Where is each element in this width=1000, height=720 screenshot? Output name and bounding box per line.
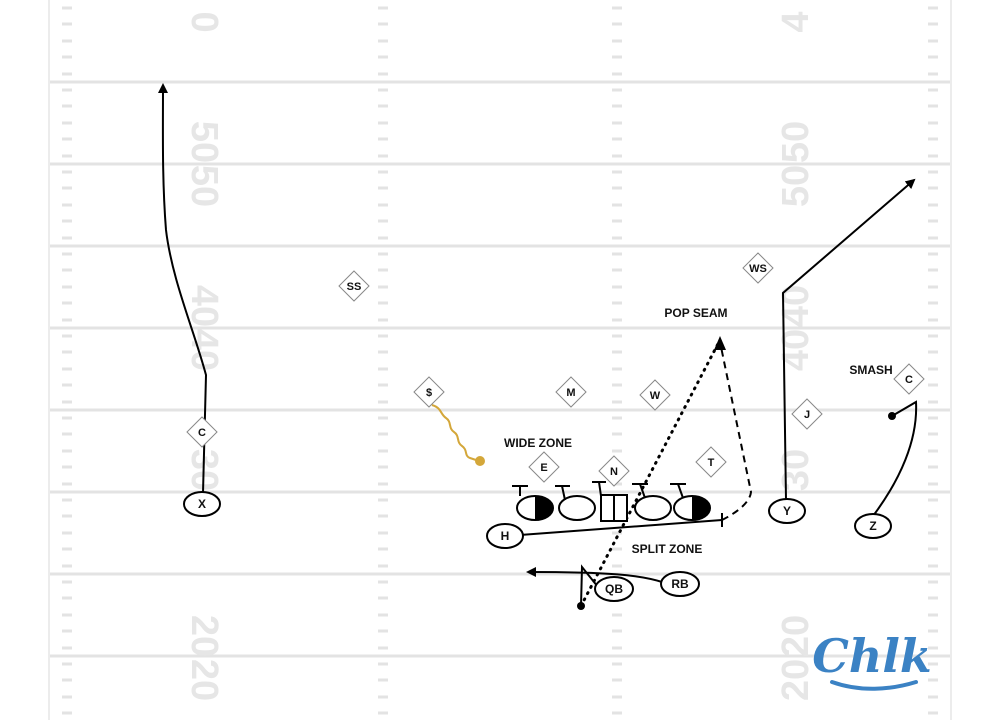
pop-seam-arrowhead xyxy=(714,336,726,350)
chalk-logo-text: Chlk xyxy=(812,629,931,683)
field-background xyxy=(48,0,952,720)
defender-c-right[interactable]: C xyxy=(893,363,925,395)
right-guard xyxy=(632,483,672,521)
qb-pass-path xyxy=(579,338,722,608)
h-route xyxy=(519,519,723,536)
defender-ss-label: SS xyxy=(347,281,362,293)
yard-number: 50 xyxy=(183,165,225,207)
defender-ss[interactable]: SS xyxy=(338,270,370,302)
yard-number: 40 xyxy=(775,329,817,371)
player-z[interactable]: Z xyxy=(854,513,892,539)
player-rb[interactable]: RB xyxy=(660,571,700,597)
defender-t[interactable]: T xyxy=(695,446,727,478)
defender-j-label: J xyxy=(804,409,810,421)
yard-number: 20 xyxy=(775,615,817,657)
yard-number: 20 xyxy=(775,659,817,701)
defender-j[interactable]: J xyxy=(791,398,823,430)
motion-squiggle xyxy=(431,404,480,462)
defender-n[interactable]: N xyxy=(598,455,630,487)
pop-seam-label: POP SEAM xyxy=(664,306,727,320)
yard-numbers-right: 4 50 50 40 40 30 20 20 xyxy=(775,11,817,701)
defender-t-label: T xyxy=(708,457,715,469)
player-x-label: X xyxy=(198,497,206,511)
defender-w-label: W xyxy=(650,390,661,402)
defender-c-left-label: C xyxy=(198,427,206,439)
yard-number: 20 xyxy=(183,659,225,701)
hash-marks xyxy=(62,6,938,715)
player-rb-label: RB xyxy=(671,577,689,591)
left-tackle xyxy=(512,485,554,521)
right-tackle xyxy=(670,483,711,521)
player-y[interactable]: Y xyxy=(768,498,806,524)
qb-drop-route xyxy=(580,564,599,607)
wide-zone-label: WIDE ZONE xyxy=(504,436,572,450)
center xyxy=(592,481,628,522)
yard-number: 50 xyxy=(183,121,225,163)
yard-number: 50 xyxy=(775,165,817,207)
player-qb[interactable]: QB xyxy=(594,576,634,602)
defender-m-label: M xyxy=(566,387,575,399)
defender-c-right-label: C xyxy=(905,374,913,386)
motion-end-dot xyxy=(475,456,485,466)
player-h-label: H xyxy=(501,529,510,543)
offensive-line xyxy=(512,481,711,522)
yard-number: 30 xyxy=(775,449,817,491)
yard-number: 40 xyxy=(775,285,817,327)
y-route xyxy=(781,178,916,501)
yard-number: 20 xyxy=(183,615,225,657)
left-guard xyxy=(555,485,596,521)
defender-e[interactable]: E xyxy=(528,451,560,483)
chalk-logo: Chlk xyxy=(812,629,932,691)
z-smash-route xyxy=(872,400,918,517)
player-x[interactable]: X xyxy=(183,491,221,517)
defender-w[interactable]: W xyxy=(639,379,671,411)
defender-dollar[interactable]: $ xyxy=(413,376,445,408)
defender-c-left[interactable]: C xyxy=(186,416,218,448)
yard-number: 40 xyxy=(183,285,225,327)
x-route xyxy=(157,83,208,494)
defender-ws-label: WS xyxy=(749,263,767,275)
player-qb-label: QB xyxy=(605,582,623,596)
player-y-label: Y xyxy=(783,504,791,518)
yard-number: 0 xyxy=(183,11,225,32)
defender-dollar-label: $ xyxy=(426,387,432,399)
rb-route xyxy=(526,567,663,583)
yard-number: 50 xyxy=(775,121,817,163)
defender-n-label: N xyxy=(610,466,618,478)
smash-label: SMASH xyxy=(849,363,892,377)
player-h[interactable]: H xyxy=(486,523,524,549)
defender-e-label: E xyxy=(540,462,547,474)
z-route-end-dot xyxy=(888,412,896,420)
player-z-label: Z xyxy=(869,519,876,533)
split-zone-label: SPLIT ZONE xyxy=(632,542,703,556)
defender-m[interactable]: M xyxy=(555,376,587,408)
pop-seam-route xyxy=(719,341,753,521)
yard-number: 40 xyxy=(183,329,225,371)
yard-number: 4 xyxy=(775,11,817,32)
defender-ws[interactable]: WS xyxy=(742,252,774,284)
